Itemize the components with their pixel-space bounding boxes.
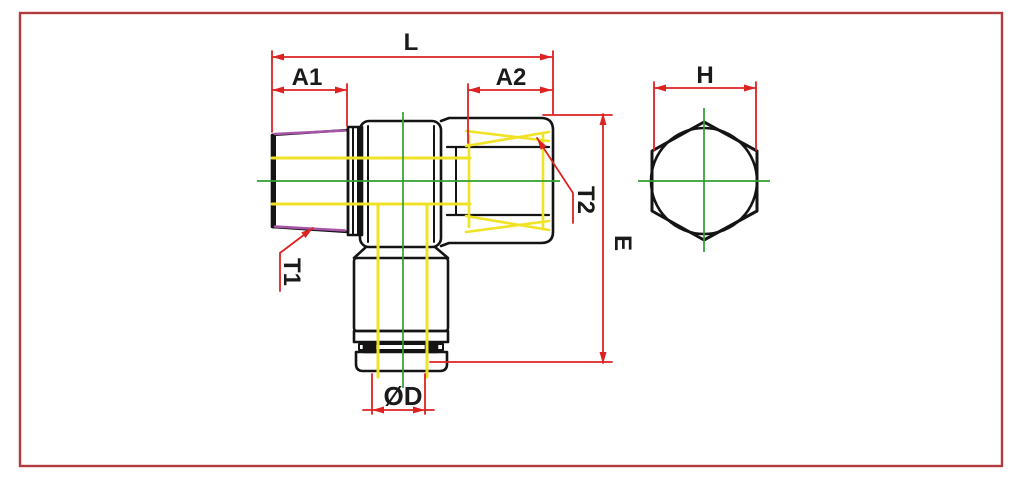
release-collar-outline: [354, 350, 449, 373]
arrowhead: [335, 86, 347, 94]
leader-line-t1: [279, 227, 314, 292]
label-hex-width: H: [696, 62, 713, 89]
hidden-bore-lines: [270, 129, 551, 379]
arrowhead: [301, 228, 313, 238]
dimension-arrowheads: [272, 53, 756, 414]
tube-port-thin-ring: [358, 343, 444, 351]
tube-port-ring: [352, 329, 450, 344]
female-thread-line: [464, 130, 551, 148]
female-thread-line: [464, 219, 551, 234]
arrowhead: [654, 84, 666, 92]
female-thread-line: [464, 129, 551, 143]
arrowhead: [599, 113, 607, 125]
arrowhead: [540, 86, 552, 94]
part-outlines: [270, 116, 759, 373]
label-length-total: L: [404, 29, 419, 56]
dimension-lines: [271, 50, 757, 415]
arrowhead: [599, 352, 607, 364]
body-outline: [358, 119, 443, 249]
arrowhead: [272, 86, 284, 94]
flare-edge: [433, 245, 450, 260]
arrowhead: [540, 53, 552, 61]
tube-port-outline: [352, 256, 450, 333]
label-thread-t1: T1: [278, 258, 305, 286]
arrowhead: [537, 138, 547, 150]
thread-crest-line: [273, 225, 347, 232]
sheet-border: [18, 11, 1004, 468]
arrowhead: [468, 86, 480, 94]
collar-tab: [362, 343, 377, 354]
arrowhead: [372, 406, 384, 414]
label-a1: A1: [292, 64, 323, 91]
label-thread-t2: T2: [572, 186, 599, 214]
dimension-labels: L A1 A2 H ØD T1 T2 E: [278, 29, 714, 411]
arrowhead: [413, 406, 425, 414]
flare-edge: [352, 245, 368, 260]
arrowhead: [272, 53, 284, 61]
leader-line-t2: [536, 137, 574, 224]
centerlines: [257, 108, 770, 388]
female-thread-line: [464, 214, 551, 232]
male-thread-lines: [273, 129, 347, 232]
thread-crest-line: [273, 129, 347, 136]
label-height-e: E: [609, 235, 636, 251]
label-tube-diameter: ØD: [384, 381, 423, 411]
label-a2: A2: [496, 64, 527, 91]
arrowhead: [744, 84, 756, 92]
